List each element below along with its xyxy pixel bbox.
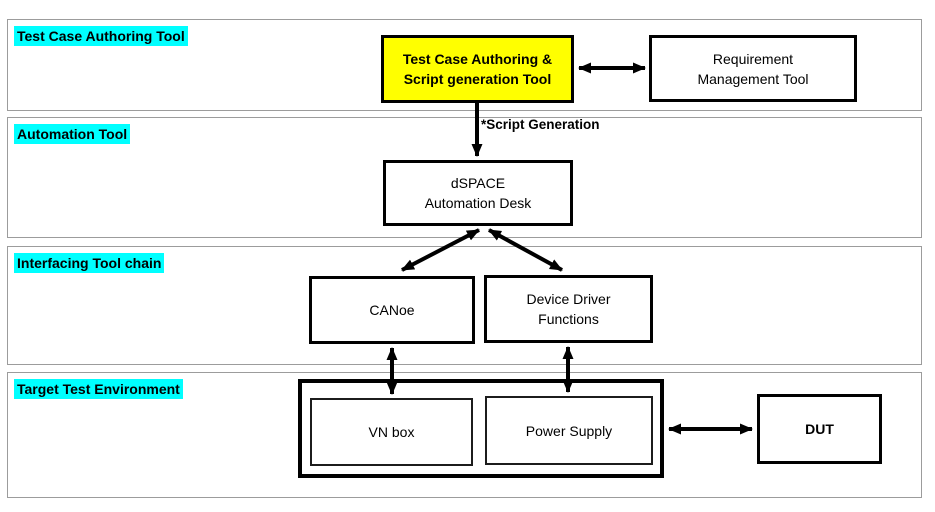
node-vn-box: VN box <box>310 398 473 466</box>
band-label-target-test-environment: Target Test Environment <box>14 379 183 399</box>
node-test-case-authoring-script-generation-tool: Test Case Authoring & Script generation … <box>381 35 574 103</box>
node-device-driver-functions: Device Driver Functions <box>484 275 653 343</box>
band-label-interfacing-tool-chain: Interfacing Tool chain <box>14 253 165 273</box>
script-generation-annotation: *Script Generation <box>481 117 600 132</box>
node-power-supply: Power Supply <box>485 396 653 465</box>
node-requirement-management-tool: Requirement Management Tool <box>649 35 857 102</box>
node-canoe: CANoe <box>309 276 475 344</box>
node-dut: DUT <box>757 394 882 464</box>
node-dspace-automation-desk: dSPACE Automation Desk <box>383 160 573 226</box>
band-label-automation-tool: Automation Tool <box>14 124 131 144</box>
band-label-test-case-authoring-tool: Test Case Authoring Tool <box>14 26 188 46</box>
